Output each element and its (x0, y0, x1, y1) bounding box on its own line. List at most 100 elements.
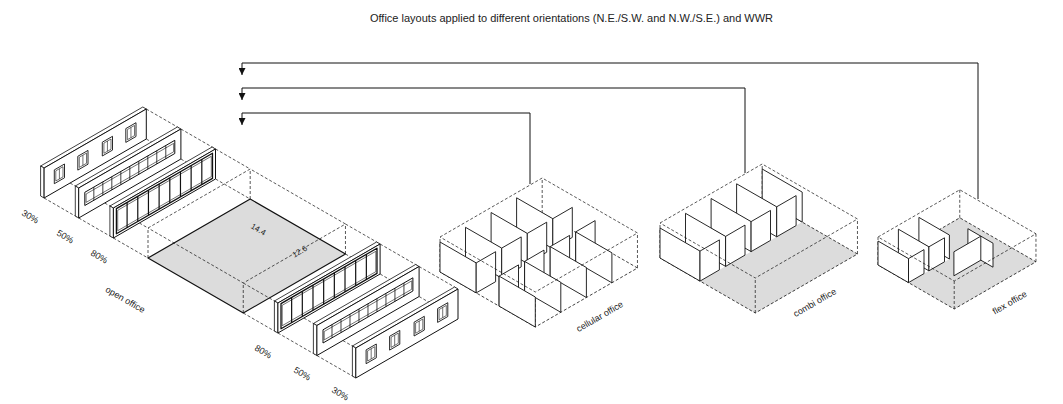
partition-wall (660, 228, 700, 281)
mullion (394, 288, 395, 301)
mullion (344, 267, 345, 292)
mullion (349, 314, 350, 327)
layout-name: cellular office (575, 300, 625, 334)
wwr-label: 30% (20, 209, 40, 226)
mullion (442, 307, 443, 317)
mullion (376, 299, 377, 312)
mullion (147, 156, 148, 169)
box-edge (250, 169, 251, 199)
layout-name: flex office (991, 290, 1028, 317)
window-pane (79, 153, 86, 167)
box-edge (148, 228, 149, 258)
mullion (394, 335, 395, 345)
box-edge (954, 281, 955, 309)
mullion (148, 190, 149, 215)
mullion (371, 349, 372, 359)
mullion (156, 151, 157, 164)
connector-arrow (242, 63, 978, 199)
box-top (660, 164, 858, 278)
window (78, 150, 88, 170)
mullion (138, 161, 139, 174)
mullion (201, 159, 202, 184)
mullion (93, 187, 94, 200)
window-pane (416, 319, 423, 333)
connector-arrow (242, 88, 745, 173)
mullion (169, 178, 170, 203)
panel-end (75, 186, 78, 218)
mullion (355, 260, 356, 285)
mullion (120, 171, 121, 184)
mullion (323, 279, 324, 304)
partition-wall (476, 252, 495, 293)
mullion (340, 319, 341, 332)
window-band (116, 153, 212, 234)
box-edge (755, 278, 756, 313)
window-pane (118, 156, 212, 230)
dimension-label: 12.6 (291, 245, 308, 260)
office-layout: combi office (650, 173, 865, 323)
mullion (366, 254, 367, 279)
window (126, 123, 136, 143)
wwr-label: 80% (253, 344, 273, 361)
window-pane (104, 139, 111, 153)
partition-wall (878, 241, 909, 283)
mullion (191, 165, 192, 190)
partition-wall (700, 240, 719, 281)
diagram-title: Office layouts applied to different orie… (370, 13, 773, 24)
mullion (165, 146, 166, 159)
box-edge (542, 178, 543, 213)
mullion (180, 172, 181, 197)
mullion (130, 127, 131, 137)
mullion (302, 291, 303, 316)
partition-wall (777, 196, 796, 237)
box-edge (1035, 234, 1036, 262)
box-top (440, 178, 638, 292)
box-edge (243, 283, 244, 313)
box-edge (345, 224, 346, 254)
office-layout: flex office (870, 199, 1050, 320)
partition-wall (499, 276, 535, 327)
layout-name: open office (104, 285, 146, 315)
mullion (102, 182, 103, 195)
mullion (82, 155, 83, 165)
partition-wall (440, 242, 476, 293)
mullion (403, 283, 404, 296)
wwr-label: 30% (330, 386, 350, 403)
mullion (331, 325, 332, 338)
panel-end (352, 346, 355, 378)
window (438, 303, 448, 323)
mullion (111, 177, 112, 190)
mullion (367, 304, 368, 317)
mullion (59, 169, 60, 179)
wwr-label: 50% (55, 229, 75, 246)
wwr-label: 50% (292, 366, 312, 383)
window-pane (439, 305, 446, 319)
mullion (129, 166, 130, 179)
partition-wall (726, 225, 745, 266)
box-edge (857, 219, 858, 254)
window (366, 344, 376, 364)
mullion (159, 184, 160, 209)
partition-wall (909, 250, 925, 283)
mullion (137, 196, 138, 221)
mullion (312, 285, 313, 310)
dimension-label: 14.4 (249, 223, 266, 238)
facade-panel (113, 149, 215, 238)
office-layout: open office (95, 125, 360, 325)
office-layout: cellular office (430, 184, 645, 338)
box-top (878, 190, 1036, 281)
panel-end (313, 324, 317, 356)
mullion (334, 273, 335, 298)
window-pane (127, 125, 134, 139)
window (54, 164, 64, 184)
mullion (358, 309, 359, 322)
mullion (419, 321, 420, 331)
box-edge (637, 233, 638, 268)
wwr-label: 80% (89, 249, 109, 266)
window-pane (368, 347, 375, 361)
